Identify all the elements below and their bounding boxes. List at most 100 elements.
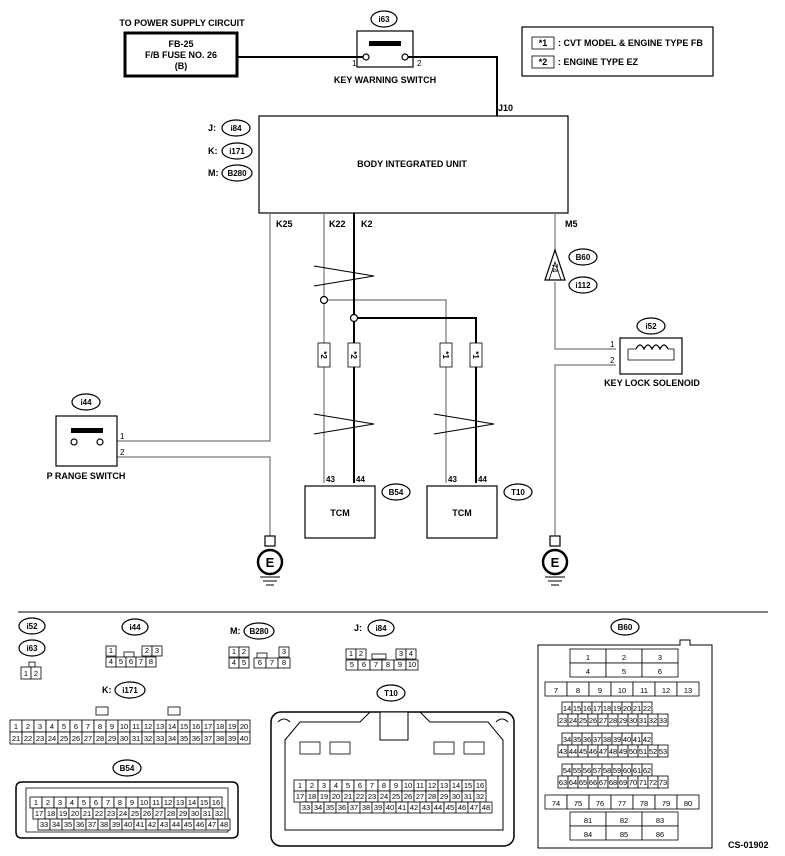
key-warning-switch: i63 1 2 KEY WARNING SWITCH <box>334 10 436 85</box>
b54-pin-label: 45 <box>184 820 192 829</box>
b280-cell <box>238 657 250 669</box>
tcm-left-label: TCM <box>330 508 350 518</box>
conn-i44-id: i44 <box>129 623 141 632</box>
b60-pin-label: 37 <box>593 735 601 744</box>
b60-pin-label: 18 <box>603 704 611 713</box>
power-supply-heading: TO POWER SUPPLY CIRCUIT <box>119 18 245 28</box>
t10-pin-label: 24 <box>380 792 388 801</box>
t10-pin-label: 18 <box>308 792 316 801</box>
b54-pin-label: 30 <box>191 809 199 818</box>
b60-pin-label: 61 <box>633 766 641 775</box>
i84-pin-label: 10 <box>408 660 416 669</box>
i44-cell <box>145 656 157 668</box>
t10-pin-label: 28 <box>428 792 436 801</box>
i84-cell <box>405 659 419 671</box>
b54-pin-label: 44 <box>172 820 180 829</box>
t10-pin-label: 32 <box>476 792 484 801</box>
t10-pin-label: 14 <box>452 781 460 790</box>
b60-cell <box>657 744 669 758</box>
b54-pin-label: 1 <box>34 798 38 807</box>
b54-pin-label: 32 <box>215 809 223 818</box>
b60-pin-label: 67 <box>599 778 607 787</box>
b60-pin-label: 21 <box>633 704 641 713</box>
junction-k22 <box>319 295 329 305</box>
i84-key-cell <box>371 653 387 660</box>
b60-pin-label: 72 <box>649 778 657 787</box>
biu-term-k22: K22 <box>329 219 346 229</box>
i171-pin-label: 16 <box>192 722 200 731</box>
b60-pin-label: 39 <box>613 735 621 744</box>
joint-lower-id: i112 <box>575 281 591 290</box>
b54-pin-label: 3 <box>58 798 62 807</box>
t10-pin-label: 30 <box>452 792 460 801</box>
t10-pin-label: 44 <box>434 803 442 812</box>
i171-pin-label: 1 <box>14 722 18 731</box>
b60-pin-label: 7 <box>554 686 558 695</box>
tcm-left-connector: B54 <box>389 488 404 497</box>
i44-pin-label: 6 <box>129 657 133 666</box>
t10-pin-label: 34 <box>314 803 322 812</box>
t10-pin-label: 4 <box>334 781 338 790</box>
junction-k2 <box>349 313 359 323</box>
i171-pin-label: 33 <box>156 734 164 743</box>
joint-pin: 74 <box>550 264 559 273</box>
b280-cell <box>277 657 291 669</box>
i84-pin-label: 5 <box>350 660 354 669</box>
t10-pin-label: 40 <box>386 803 394 812</box>
b60-pin-label: 11 <box>640 686 648 695</box>
tcm-right-pin43: 43 <box>448 475 457 484</box>
b54-pin-label: 12 <box>164 798 172 807</box>
b54-pin-label: 28 <box>167 809 175 818</box>
t10-pin-label: 11 <box>416 781 424 790</box>
b54-pin-label: 16 <box>212 798 220 807</box>
option-markers: *2 *2 *1 *1 <box>317 342 483 368</box>
i84-pin-label: 3 <box>399 649 403 658</box>
b54-pin-label: 46 <box>196 820 204 829</box>
i171-pin-label: 31 <box>132 734 140 743</box>
i171-key-cell <box>95 706 109 716</box>
i84-pin-label: 8 <box>386 660 390 669</box>
solenoid-pin1: 1 <box>610 340 615 349</box>
i44-pin-label: 4 <box>109 657 113 666</box>
b54-pin-label: 38 <box>100 820 108 829</box>
biu-term-k25: K25 <box>276 219 293 229</box>
p-range-pin2: 2 <box>120 448 125 457</box>
i44-pin-label: 5 <box>119 657 123 666</box>
b54-pin-label: 13 <box>176 798 184 807</box>
t10-pin-label: 13 <box>440 781 448 790</box>
b60-pin-label: 31 <box>639 716 647 725</box>
t10-pin-label: 3 <box>322 781 326 790</box>
i44-pin-label: 1 <box>109 646 113 655</box>
key-warning-switch-label: KEY WARNING SWITCH <box>334 75 436 85</box>
b54-pin-label: 23 <box>107 809 115 818</box>
b60-pin-label: 23 <box>559 716 567 725</box>
b280-pin-label: 5 <box>242 658 246 667</box>
b54-cell <box>217 818 231 831</box>
biu-term-j10: J10 <box>498 103 513 113</box>
key-warning-connector-id: i63 <box>378 15 390 24</box>
legend-text-2: : ENGINE TYPE EZ <box>558 57 639 67</box>
i171-pin-label: 32 <box>144 734 152 743</box>
b60-pin-label: 15 <box>573 704 581 713</box>
power-supply-block: TO POWER SUPPLY CIRCUIT FB-25 F/B FUSE N… <box>119 18 245 78</box>
i84-cell <box>405 648 417 660</box>
i171-pin-label: 40 <box>240 734 248 743</box>
key-warning-pin1: 1 <box>352 59 357 68</box>
b280-pin-label: 2 <box>242 647 246 656</box>
b54-pin-label: 8 <box>118 798 122 807</box>
b54-pin-label: 10 <box>140 798 148 807</box>
b60-pin-label: 83 <box>656 816 664 825</box>
i171-pin-label: 14 <box>168 722 176 731</box>
b54-pin-label: 7 <box>106 798 110 807</box>
joint-upper-id: B60 <box>576 253 591 262</box>
b60-pin-label: 69 <box>619 778 627 787</box>
b60-pin-label: 41 <box>633 735 641 744</box>
b54-pin-label: 20 <box>71 809 79 818</box>
ground-left: E <box>256 535 284 586</box>
b54-pin-label: 41 <box>136 820 144 829</box>
